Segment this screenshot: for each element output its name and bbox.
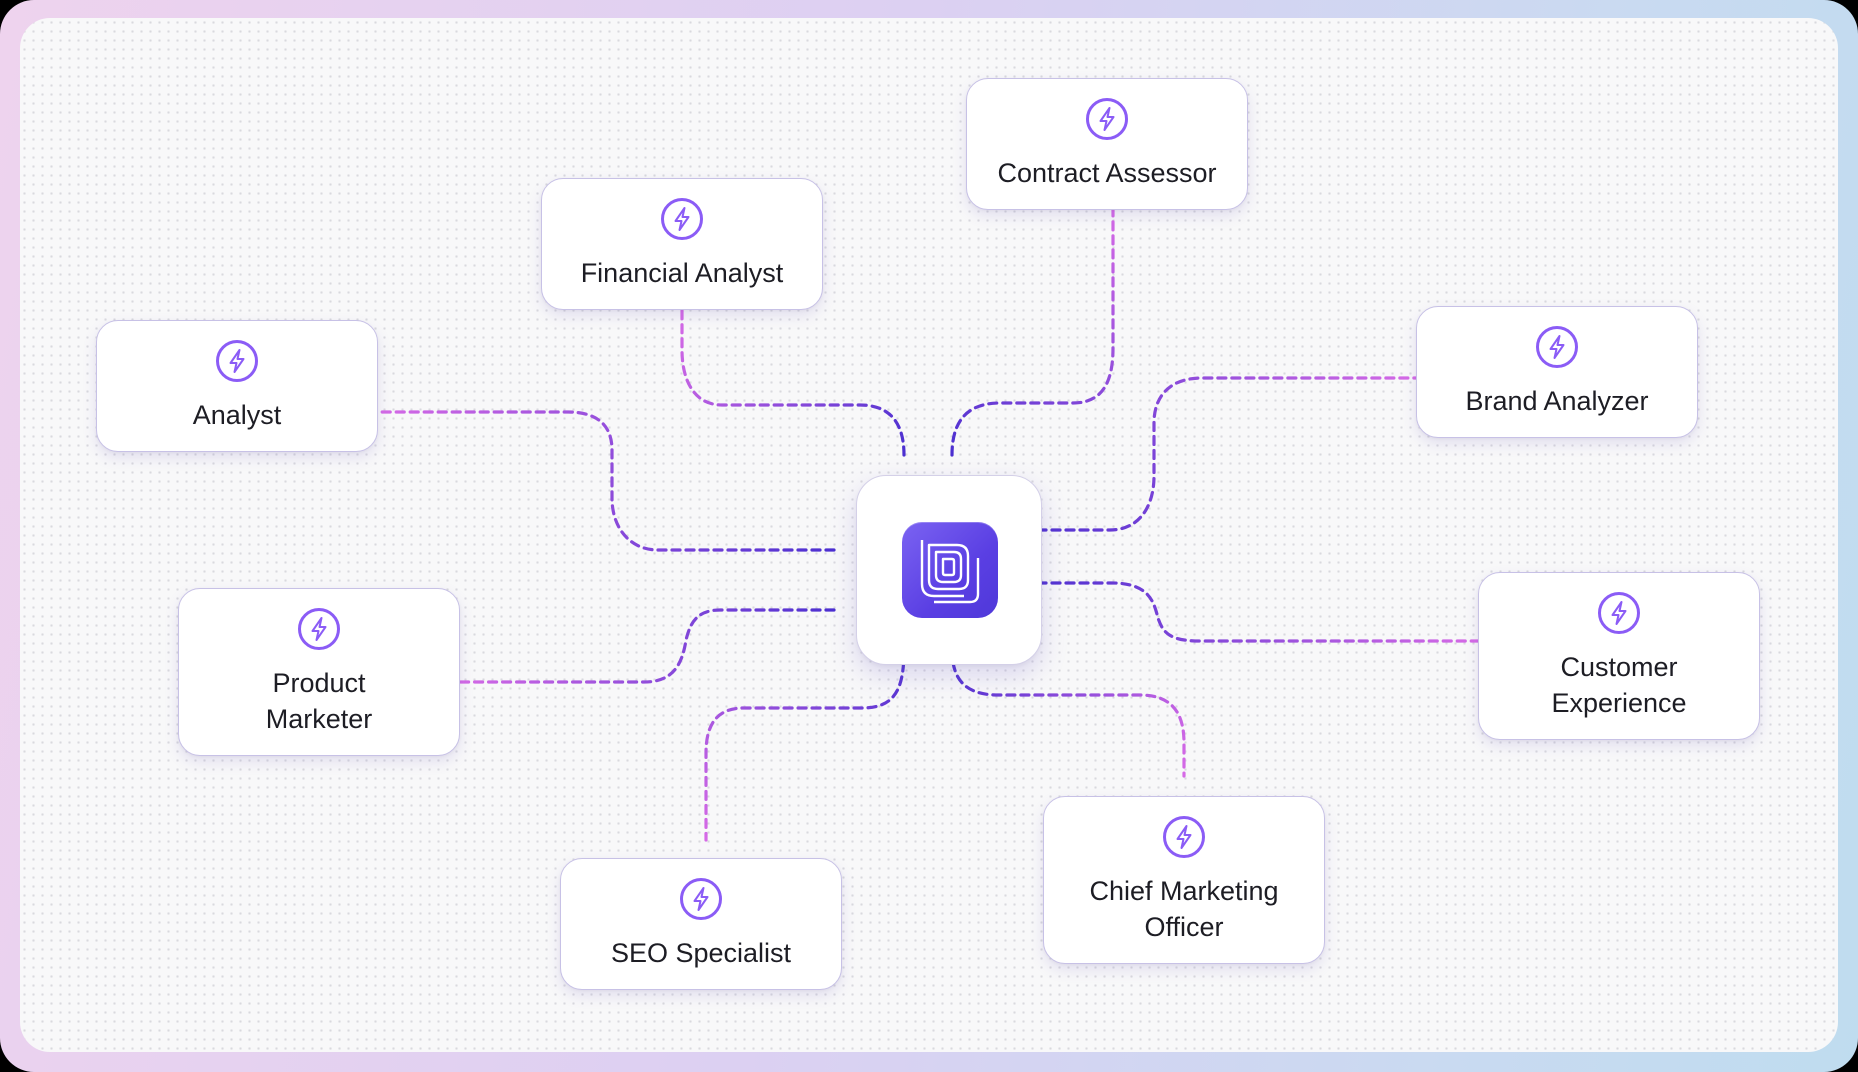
lightning-bolt-icon [216, 340, 258, 382]
node-label: SEO Specialist [610, 938, 792, 968]
node-financial-analyst[interactable]: Financial Analyst [541, 178, 823, 310]
connector-analyst [373, 410, 836, 552]
lightning-bolt-icon [680, 878, 722, 920]
connector-contract-assessor [950, 208, 1115, 457]
layered-logo-icon [902, 522, 998, 618]
node-label: Financial Analyst [580, 258, 784, 288]
connector-brand-analyzer [1022, 376, 1418, 532]
node-label: Contract Assessor [997, 158, 1217, 188]
node-product-marketer[interactable]: Product Marketer [178, 588, 460, 756]
node-brand-analyzer[interactable]: Brand Analyzer [1416, 306, 1698, 438]
node-label: Brand Analyzer [1465, 386, 1649, 416]
diagram-canvas: Contract Assessor Financial Analyst Anal… [20, 18, 1838, 1052]
connector-chief-marketing-officer [950, 647, 1186, 778]
node-seo-specialist[interactable]: SEO Specialist [560, 858, 842, 990]
connector-product-marketer [452, 608, 836, 684]
connector-seo-specialist [704, 647, 906, 842]
hub-node[interactable] [856, 475, 1042, 665]
node-customer-experience[interactable]: Customer Experience [1478, 572, 1760, 740]
node-contract-assessor[interactable]: Contract Assessor [966, 78, 1248, 210]
lightning-bolt-icon [1598, 592, 1640, 634]
node-chief-marketing-officer[interactable]: Chief Marketing Officer [1043, 796, 1325, 964]
connector-customer-experience [1022, 581, 1480, 643]
node-label: Analyst [192, 400, 282, 430]
lightning-bolt-icon [661, 198, 703, 240]
connector-financial-analyst [680, 308, 906, 457]
connector-lines [373, 208, 1480, 842]
lightning-bolt-icon [298, 608, 340, 650]
lightning-bolt-icon [1536, 326, 1578, 368]
lightning-bolt-icon [1163, 816, 1205, 858]
node-label: Product Marketer [265, 668, 373, 734]
lightning-bolt-icon [1086, 98, 1128, 140]
node-label: Chief Marketing Officer [1089, 876, 1279, 942]
node-label: Customer Experience [1551, 652, 1687, 718]
node-analyst[interactable]: Analyst [96, 320, 378, 452]
